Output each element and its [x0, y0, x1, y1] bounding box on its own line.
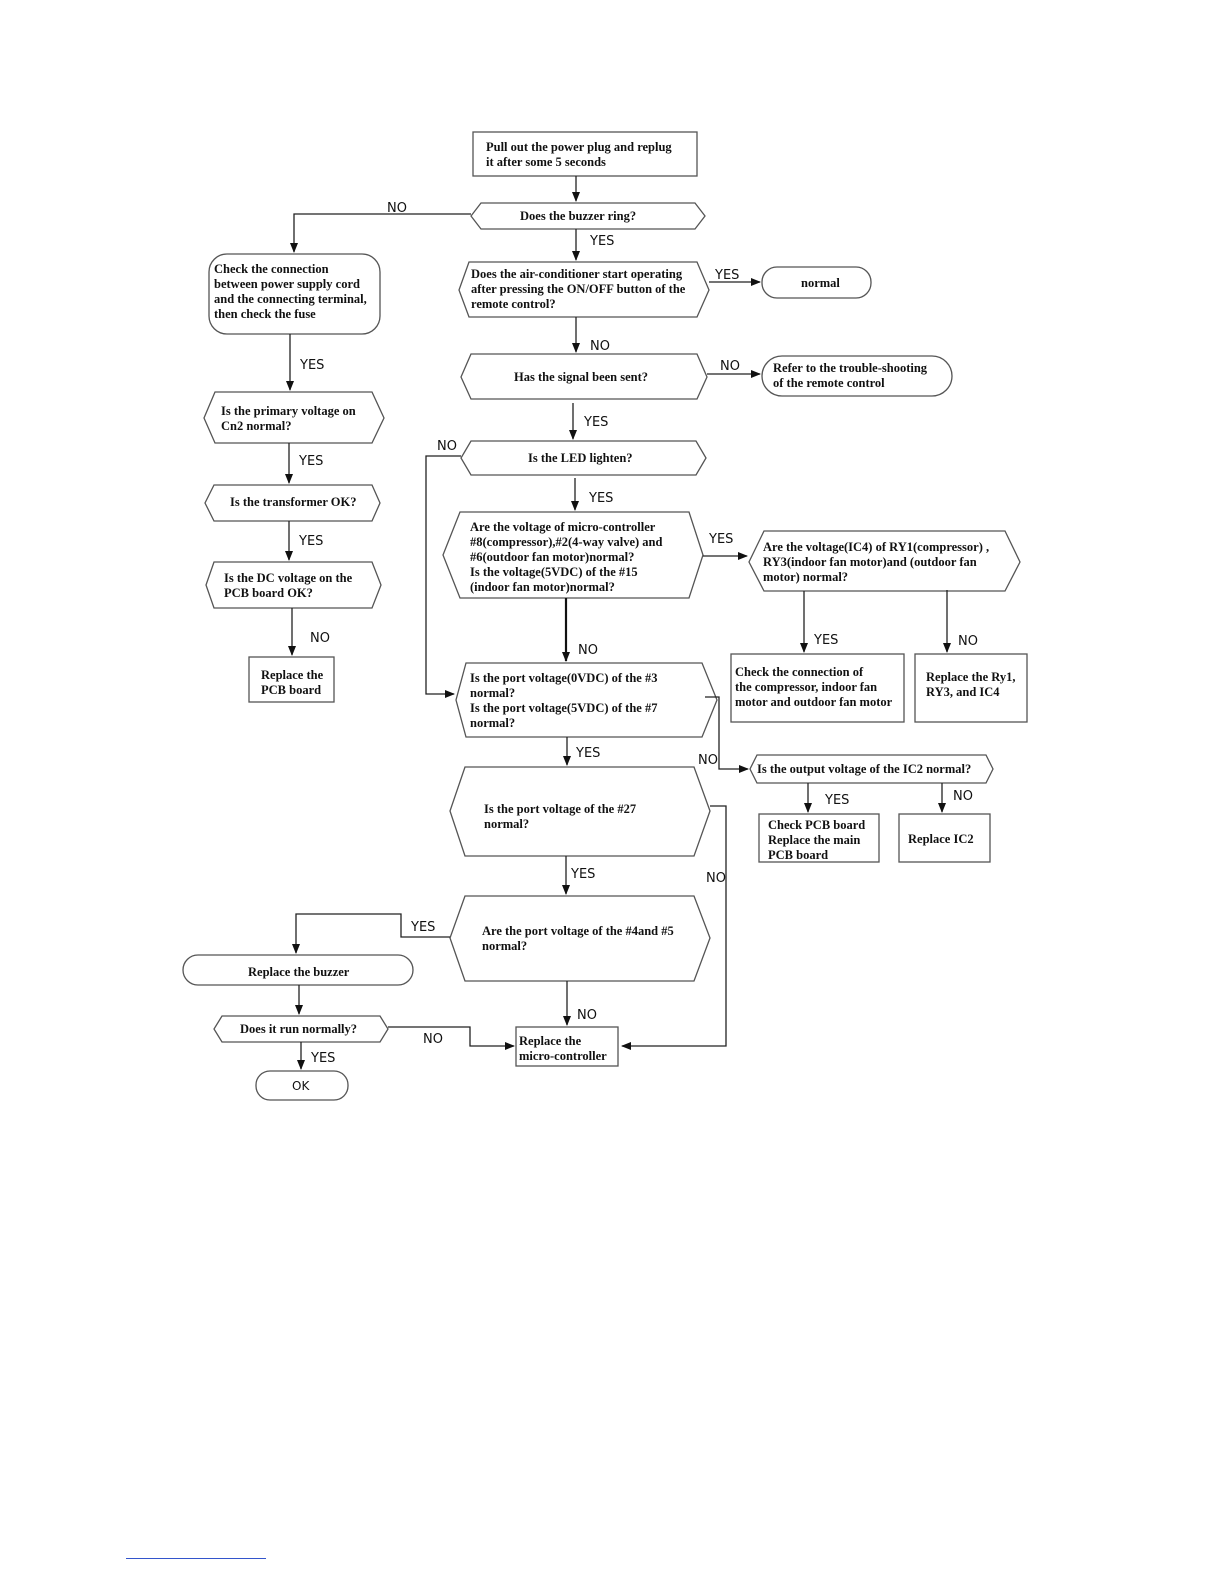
node-mc-voltage-text: Are the voltage of micro-controller #8(c… [470, 520, 666, 594]
node-ok-text: OK [292, 1079, 310, 1093]
edge-port27-no [621, 805, 727, 1050]
edge-port45-yes [292, 913, 450, 954]
node-ac-start-diamond [458, 261, 710, 318]
label-ic2-yes: YES [824, 793, 849, 808]
label-primary-yes: YES [298, 454, 323, 469]
node-port-4-5-text: Are the port voltage of the #4and #5 nor… [482, 924, 677, 953]
node-runs-normally-diamond [213, 1015, 389, 1043]
node-remote-trouble-terminal [761, 355, 953, 397]
label-port45-no: NO [577, 1008, 597, 1023]
node-ic4-voltage-text: Are the voltage(IC4) of RY1(compressor) … [763, 540, 992, 584]
node-ok-terminal [255, 1070, 349, 1101]
label-runs-no: NO [423, 1032, 443, 1047]
label-port37-no: NO [698, 753, 718, 768]
label-ac-yes: YES [714, 268, 739, 283]
edge-buzzer-no [290, 213, 471, 253]
node-led-text: Is the LED lighten? [528, 451, 633, 465]
label-mc-yes: YES [708, 532, 733, 547]
node-check-pcb-text: Check PCB board Replace the main PCB boa… [768, 818, 868, 862]
node-check-motors-box [730, 653, 905, 723]
node-replug-box [472, 131, 698, 177]
node-normal-text: normal [801, 276, 840, 290]
node-normal-terminal [761, 266, 872, 299]
label-fuse-yes: YES [299, 358, 324, 373]
label-buzzer-yes: YES [589, 234, 614, 249]
node-dc-voltage-diamond [205, 561, 382, 609]
node-buzzer-ring-text: Does the buzzer ring? [520, 209, 636, 223]
node-replace-ic2-box [898, 813, 991, 863]
node-mc-voltage-diamond [442, 511, 704, 599]
node-port-27-diamond [449, 766, 711, 857]
node-replace-mc-text: Replace the micro-controller [519, 1034, 607, 1063]
label-led-yes: YES [588, 491, 613, 506]
node-check-pcb-box [758, 813, 880, 863]
node-port-3-7-diamond [455, 662, 718, 738]
label-ic4-yes: YES [813, 633, 838, 648]
label-port27-no: NO [706, 871, 726, 886]
label-port37-yes: YES [575, 746, 600, 761]
node-ac-start-text: Does the air-conditioner start operating… [471, 267, 688, 311]
node-replace-buzzer-terminal [182, 954, 414, 986]
label-led-no: NO [437, 439, 457, 454]
node-replace-mc-box [515, 1026, 619, 1067]
node-runs-normally-text: Does it run normally? [240, 1022, 357, 1036]
edge-port37-no [705, 696, 749, 773]
node-check-motors-text: Check the connection of the compressor, … [735, 665, 893, 709]
footnote-divider-line [126, 1558, 266, 1559]
label-port27-yes: YES [570, 867, 595, 882]
label-signal-yes: YES [583, 415, 608, 430]
label-dc-no: NO [310, 631, 330, 646]
node-primary-voltage-diamond [203, 391, 385, 444]
node-signal-sent-text: Has the signal been sent? [514, 370, 648, 384]
node-primary-voltage-text: Is the primary voltage on Cn2 normal? [221, 404, 359, 433]
node-port-3-7-text: Is the port voltage(0VDC) of the #3 norm… [470, 671, 661, 730]
node-remote-trouble-text: Refer to the trouble-shooting of the rem… [773, 361, 930, 390]
label-port45-yes: YES [410, 920, 435, 935]
label-runs-yes: YES [310, 1051, 335, 1066]
label-ic4-no: NO [958, 634, 978, 649]
node-ic4-voltage-diamond [748, 530, 1021, 592]
node-ic2-output-diamond [749, 754, 994, 784]
node-buzzer-ring-diamond [470, 202, 706, 230]
node-port-27-text: Is the port voltage of the #27 normal? [484, 802, 639, 831]
label-mc-no: NO [578, 643, 598, 658]
node-replace-ry-text: Replace the Ry1, RY3, and IC4 [926, 670, 1019, 699]
node-check-fuse-terminal [208, 253, 381, 335]
node-replace-pcb-box [248, 656, 335, 703]
node-check-fuse-text: Check the connection between power suppl… [214, 262, 370, 321]
node-transformer-text: Is the transformer OK? [230, 495, 356, 509]
node-port-4-5-diamond [449, 895, 711, 982]
node-replug-text: Pull out the power plug and replug it af… [486, 140, 675, 169]
node-dc-voltage-text: Is the DC voltage on the PCB board OK? [224, 571, 355, 600]
label-transformer-yes: YES [298, 534, 323, 549]
node-led-diamond [460, 440, 707, 476]
label-buzzer-no: NO [387, 201, 407, 216]
edge-runs-no [388, 1026, 515, 1050]
node-ic2-output-text: Is the output voltage of the IC2 normal? [757, 762, 971, 776]
node-signal-sent-diamond [460, 353, 708, 400]
label-ic2-no: NO [953, 789, 973, 804]
node-replace-ic2-text: Replace IC2 [908, 832, 974, 846]
node-replace-pcb-text: Replace the PCB board [261, 668, 326, 697]
node-transformer-diamond [204, 484, 381, 522]
label-ac-no: NO [590, 339, 610, 354]
label-signal-no: NO [720, 359, 740, 374]
edge-led-no [425, 455, 461, 698]
node-replace-ry-box [914, 653, 1028, 723]
node-replace-buzzer-text: Replace the buzzer [248, 965, 350, 979]
